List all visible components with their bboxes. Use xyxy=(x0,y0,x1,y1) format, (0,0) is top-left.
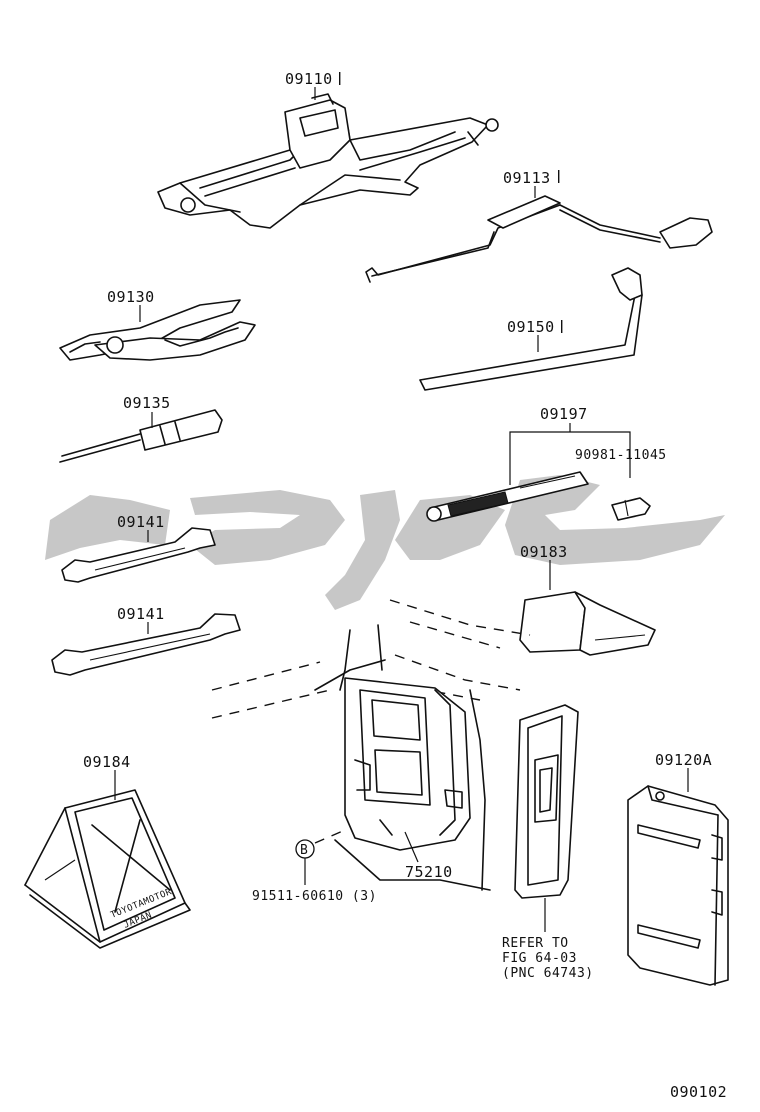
lug-wrench xyxy=(419,267,643,391)
jack-handle-label-tick xyxy=(558,170,560,183)
jack-label-tick xyxy=(339,72,341,85)
warning-triangle-stand: TOYOTAMOTOR JAPAN xyxy=(24,789,191,949)
lug-wrench-label-tick xyxy=(561,320,563,333)
scissor-jack xyxy=(157,93,499,229)
manual-case xyxy=(627,785,729,986)
tray-leader xyxy=(404,831,419,863)
bulb xyxy=(611,497,651,521)
tool-set-part-number: 09197 xyxy=(540,405,588,423)
pliers-part-number: 09130 xyxy=(107,288,155,306)
tool-bag xyxy=(519,591,656,656)
screwdriver-part-number: 09135 xyxy=(123,394,171,412)
luggage-tray xyxy=(344,677,471,851)
open-end-wrench-small xyxy=(61,527,216,583)
manual-case-part-number: 09120A xyxy=(655,751,712,769)
bulb-part-number: 90981-11045 xyxy=(575,448,667,463)
figure-id: 090102 xyxy=(670,1083,727,1101)
reference-line1: REFER TO xyxy=(502,936,569,951)
reference-line3: (PNC 64743) xyxy=(502,966,594,981)
jack-part-number: 09110 xyxy=(285,70,333,88)
vehicle-body-outline xyxy=(211,599,531,891)
jack-handle-part-number: 09113 xyxy=(503,169,551,187)
watermark-logo xyxy=(45,475,725,610)
screwdriver xyxy=(59,409,223,463)
bolt-callout: B xyxy=(295,829,346,885)
trim-panel xyxy=(514,704,579,899)
jack-handle xyxy=(365,195,713,283)
lug-wrench-part-number: 09150 xyxy=(507,318,555,336)
tool-set-bracket xyxy=(509,423,631,485)
tool-pouch xyxy=(426,471,589,522)
tool-bag-part-number: 09183 xyxy=(520,543,568,561)
tray-part-number: 75210 xyxy=(405,863,453,881)
wrench-large-part-number: 09141 xyxy=(117,605,165,623)
bolt-callout-letter: B xyxy=(300,843,308,858)
bolt-part-number: 91511-60610 (3) xyxy=(252,889,377,904)
open-end-wrench-large xyxy=(51,613,241,676)
pliers xyxy=(59,299,256,361)
reference-line2: FIG 64-03 xyxy=(502,951,577,966)
warning-triangle-part-number: 09184 xyxy=(83,753,131,771)
wrench-small-part-number: 09141 xyxy=(117,513,165,531)
